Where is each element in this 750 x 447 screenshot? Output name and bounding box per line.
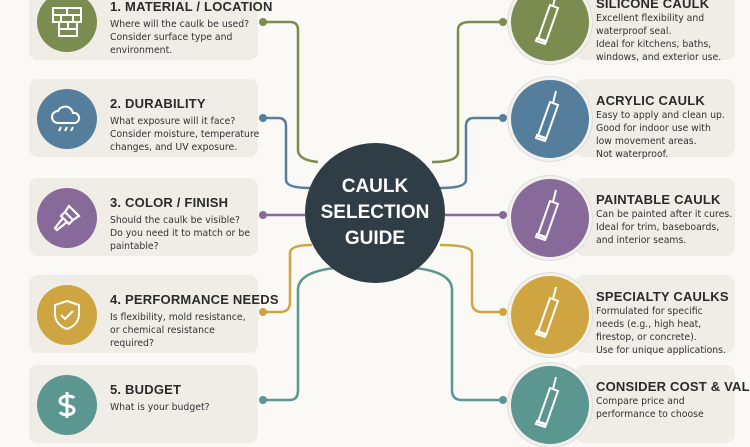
- caulk-type-description: Can be painted after it cures. Ideal for…: [596, 209, 733, 246]
- center-title: CAULK SELECTION GUIDE: [305, 143, 445, 283]
- connector-dot: [499, 114, 507, 122]
- dollar-icon: [37, 375, 97, 435]
- caulk-type-description: Formulated for specific needs (e.g., hig…: [596, 306, 726, 356]
- factor-description: Is flexibility, mold resistance, or chem…: [110, 312, 246, 349]
- connector-dot: [259, 18, 267, 26]
- caulk-type-description: Easy to apply and clean up. Good for ind…: [596, 110, 725, 160]
- connector-silicone: [431, 20, 503, 164]
- caulk-type-title: CONSIDER COST & VALUE: [596, 379, 750, 394]
- rain-cloud-icon: [37, 89, 97, 149]
- connector-specialty: [439, 243, 503, 314]
- connector-dot: [499, 211, 507, 219]
- caulk-type-title: PAINTABLE CAULK: [596, 192, 721, 207]
- connector-lines: [259, 18, 507, 404]
- caulk-type-card: [575, 0, 735, 60]
- shield-check-icon: [37, 285, 97, 345]
- factor-description: Where will the caulk be used? Consider s…: [110, 19, 250, 56]
- caulk-type-description: Compare price and performance to choose: [596, 396, 704, 420]
- factor-title: 3. COLOR / FINISH: [110, 195, 229, 210]
- caulk-tube-icon: [508, 273, 592, 357]
- caulk-tube-icon: [508, 77, 592, 161]
- caulk-tube-icon: [508, 176, 592, 260]
- connector-dot: [259, 114, 267, 122]
- factor-description: What is your budget?: [110, 402, 210, 413]
- connector-material: [263, 20, 319, 164]
- connector-durability: [263, 116, 311, 190]
- caulk-tube-icon: [508, 363, 592, 447]
- factor-title: 1. MATERIAL / LOCATION: [110, 0, 273, 14]
- connector-dot: [499, 396, 507, 404]
- caulk-tube-icon: [508, 0, 592, 64]
- connector-cost: [414, 266, 503, 402]
- factor-title: 5. BUDGET: [110, 382, 182, 397]
- paintbrush-icon: [37, 188, 97, 248]
- caulk-type-title: SILICONE CAULK: [596, 0, 710, 11]
- brick-wall-icon: [37, 0, 97, 52]
- caulk-type-title: SPECIALTY CAULKS: [596, 289, 729, 304]
- connector-dot: [499, 308, 507, 316]
- caulk-type-card: [575, 275, 735, 353]
- caulk-type-title: ACRYLIC CAULK: [596, 93, 705, 108]
- connector-acrylic: [439, 116, 503, 190]
- factor-description: What exposure will it face? Consider moi…: [110, 116, 260, 153]
- connector-dot: [259, 396, 267, 404]
- connector-dot: [259, 211, 267, 219]
- connector-dot: [259, 308, 267, 316]
- factor-description: Should the caulk be visible? Do you need…: [110, 215, 250, 252]
- connector-budget: [263, 266, 336, 402]
- connector-dot: [499, 18, 507, 26]
- caulk-type-card: [575, 79, 735, 157]
- caulk-type-description: Excellent flexibility and waterproof sea…: [596, 13, 722, 63]
- factor-title: 2. DURABILITY: [110, 96, 206, 111]
- caulk-type-card: [575, 178, 735, 256]
- factor-title: 4. PERFORMANCE NEEDS: [110, 292, 279, 307]
- connector-performance: [263, 243, 313, 314]
